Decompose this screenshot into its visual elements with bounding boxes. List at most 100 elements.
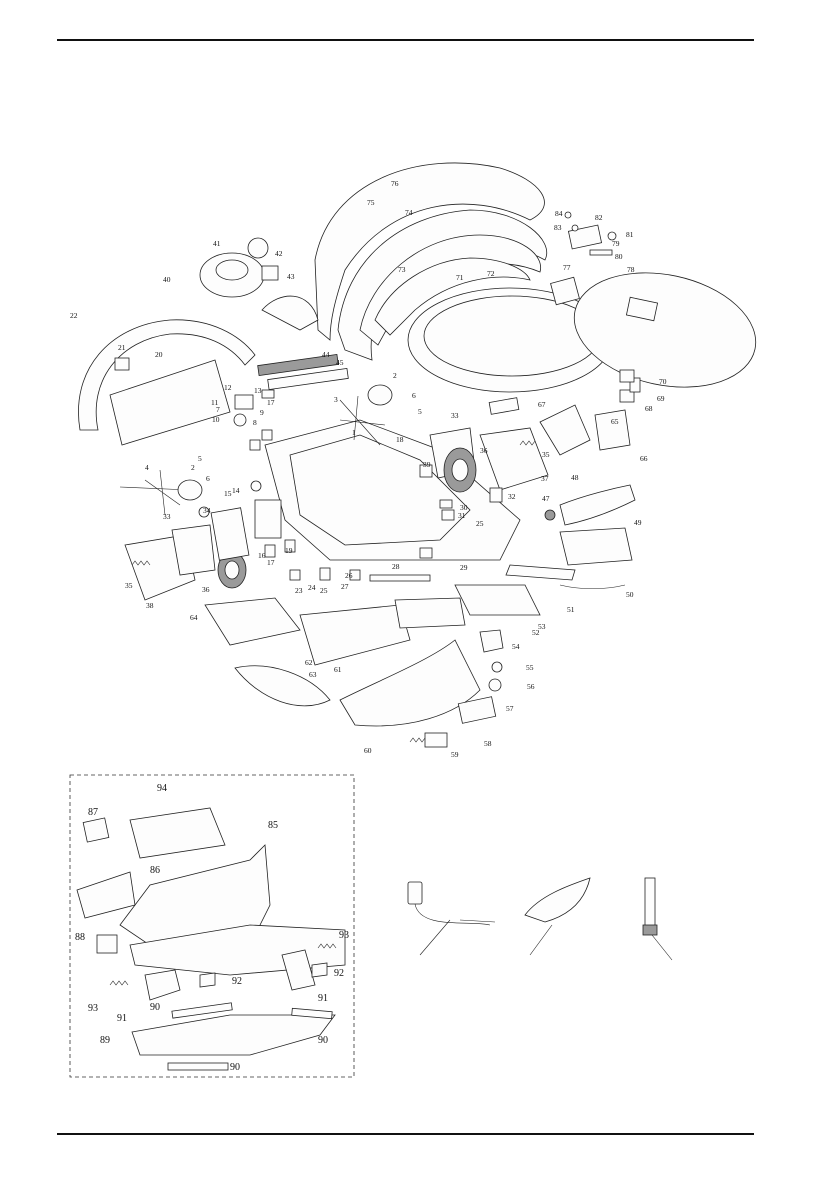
part-9 xyxy=(261,429,273,441)
dock-label-88: 88 xyxy=(75,932,85,943)
part-label-35: 35 xyxy=(542,450,550,459)
caster-47 xyxy=(544,509,556,521)
part-label-47: 47 xyxy=(542,494,550,503)
part-label-72: 72 xyxy=(487,269,495,278)
part-label-60: 60 xyxy=(364,746,372,755)
part-84 xyxy=(564,211,572,219)
part-label-65: 65 xyxy=(611,417,619,426)
accessories xyxy=(407,877,673,961)
part-label-15: 15 xyxy=(224,489,232,498)
dock-label-85: 85 xyxy=(268,820,278,831)
part-12 xyxy=(234,394,254,410)
part-label-70: 70 xyxy=(659,377,667,386)
part-label-33: 33 xyxy=(163,512,171,521)
part-label-20: 20 xyxy=(155,350,163,359)
part-label-5: 5 xyxy=(418,407,422,416)
part-label-45: 45 xyxy=(336,358,344,367)
part-label-5: 5 xyxy=(198,454,202,463)
dock-label-90: 90 xyxy=(150,1002,160,1013)
part-label-67: 67 xyxy=(538,400,546,409)
part-label-17: 17 xyxy=(267,398,275,407)
part-81 xyxy=(607,231,617,241)
part-42 xyxy=(261,265,279,281)
dock-cover-94 xyxy=(129,807,226,859)
dock-plate-89 xyxy=(131,1014,336,1056)
motor-2-right xyxy=(367,384,393,406)
part-label-42: 42 xyxy=(275,249,283,258)
part-label-80: 80 xyxy=(615,252,623,261)
mop-cloth-icon xyxy=(524,877,591,956)
part-label-54: 54 xyxy=(512,642,520,651)
part-label-28: 28 xyxy=(392,562,400,571)
strip-51 xyxy=(505,564,576,581)
dock-part-87 xyxy=(82,817,110,843)
part-30 xyxy=(439,499,453,509)
part-label-32: 32 xyxy=(508,492,516,501)
part-label-44: 44 xyxy=(322,350,330,359)
battery-15 xyxy=(210,507,250,561)
part-label-3: 3 xyxy=(334,395,338,404)
part-label-33: 33 xyxy=(451,411,459,420)
part-label-58: 58 xyxy=(484,739,492,748)
part-label-8: 8 xyxy=(253,418,257,427)
part-label-31: 31 xyxy=(458,511,466,520)
part-67 xyxy=(488,397,520,415)
part-69 xyxy=(629,377,641,393)
part-57 xyxy=(457,696,497,724)
dock-label-91: 91 xyxy=(117,1013,127,1024)
motor-2-left xyxy=(177,479,203,501)
dock-part-92-left xyxy=(199,972,216,988)
part-label-34: 34 xyxy=(203,506,211,515)
part-label-16: 16 xyxy=(258,551,266,560)
dock-label-90: 90 xyxy=(230,1062,240,1073)
part-label-63: 63 xyxy=(309,670,317,679)
part-label-12: 12 xyxy=(224,383,232,392)
part-label-21: 21 xyxy=(118,343,126,352)
dock-part-92-right xyxy=(311,962,328,978)
spring-35-left xyxy=(131,560,151,566)
cover-73 xyxy=(374,257,531,336)
part-label-56: 56 xyxy=(527,682,535,691)
part-label-74: 74 xyxy=(405,208,413,217)
part-label-22: 22 xyxy=(70,311,78,320)
part-label-6: 6 xyxy=(412,391,416,400)
part-label-38: 38 xyxy=(146,601,154,610)
part-label-36: 36 xyxy=(202,585,210,594)
side-brush-3 xyxy=(339,395,386,446)
dock-rod-90-top xyxy=(171,1002,233,1019)
part-label-52: 52 xyxy=(532,628,540,637)
bumper-inner-71 xyxy=(423,295,601,377)
part-label-36: 36 xyxy=(480,446,488,455)
part-label-9: 9 xyxy=(260,408,264,417)
part-77 xyxy=(550,276,580,306)
part-80 xyxy=(589,249,613,256)
wheel-36-right-hub xyxy=(451,458,469,482)
brush-44 xyxy=(257,354,339,376)
cable-50 xyxy=(559,584,626,590)
part-31 xyxy=(441,509,455,521)
fan-40-inner xyxy=(215,259,249,281)
ring-41 xyxy=(247,237,269,259)
dock-rod-90-right xyxy=(291,1007,333,1020)
dock-frame xyxy=(69,774,355,1078)
part-label-83: 83 xyxy=(554,223,562,232)
part-label-40: 40 xyxy=(163,275,171,284)
part-label-59: 59 xyxy=(451,750,459,759)
caster-48 xyxy=(559,484,636,526)
part-55 xyxy=(491,661,503,673)
cleaning-brush-icon xyxy=(642,877,673,961)
part-68 xyxy=(619,389,635,403)
part-label-81: 81 xyxy=(626,230,634,239)
part-label-29: 29 xyxy=(460,563,468,572)
cover-63 xyxy=(234,665,331,707)
part-label-4: 4 xyxy=(145,463,149,472)
part-label-78: 78 xyxy=(627,265,635,274)
dock-spring-93-left xyxy=(109,980,129,986)
part-label-10: 10 xyxy=(212,415,220,424)
part-label-24: 24 xyxy=(308,583,316,592)
bottom-rule xyxy=(57,1133,754,1135)
part-32 xyxy=(489,487,503,503)
part-label-19: 19 xyxy=(285,546,293,555)
